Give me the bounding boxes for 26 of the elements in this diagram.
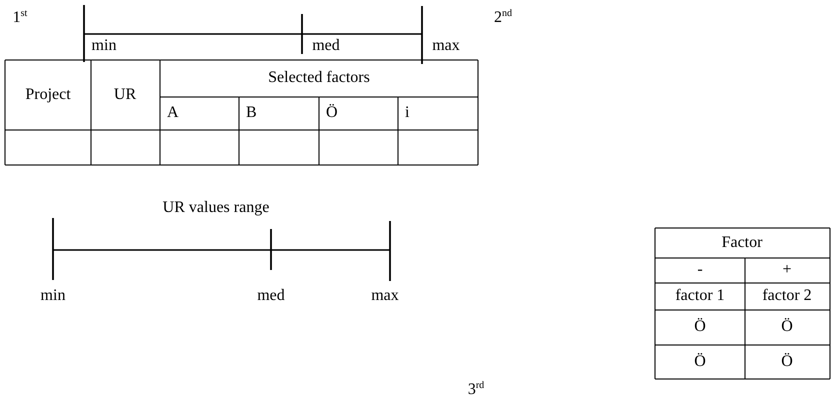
column-header: Selected factors (268, 69, 370, 87)
sign-header: + (782, 261, 792, 279)
column-header: Ö (326, 104, 338, 122)
column-header: Factor (722, 234, 762, 252)
scale-label: min (92, 37, 116, 55)
scale-label: max (371, 287, 399, 305)
column-header: UR (114, 86, 136, 104)
column-header: Project (25, 86, 71, 104)
scale-label: med (257, 287, 285, 305)
ordinal-mark: 3$^{rd}$ (468, 381, 484, 399)
scale-title: UR values range (162, 199, 270, 217)
scale-label: min (40, 287, 66, 305)
ordinal-mark: 2$^{nd}$ (494, 9, 512, 27)
table-value: Ö (781, 353, 793, 371)
table-value: Ö (694, 318, 706, 336)
column-header: factor 2 (762, 287, 812, 305)
table-value: Ö (781, 318, 793, 336)
column-header: B (246, 104, 257, 122)
column-header: i (405, 104, 410, 122)
table-value: Ö (694, 353, 706, 371)
scale-label: max (432, 37, 460, 55)
ordinal-mark: 1$^{st}$ (12, 9, 28, 27)
column-header: factor 1 (675, 287, 725, 305)
sign-header: - (697, 261, 703, 279)
column-header: A (167, 104, 179, 122)
scale-label: med (312, 37, 340, 55)
